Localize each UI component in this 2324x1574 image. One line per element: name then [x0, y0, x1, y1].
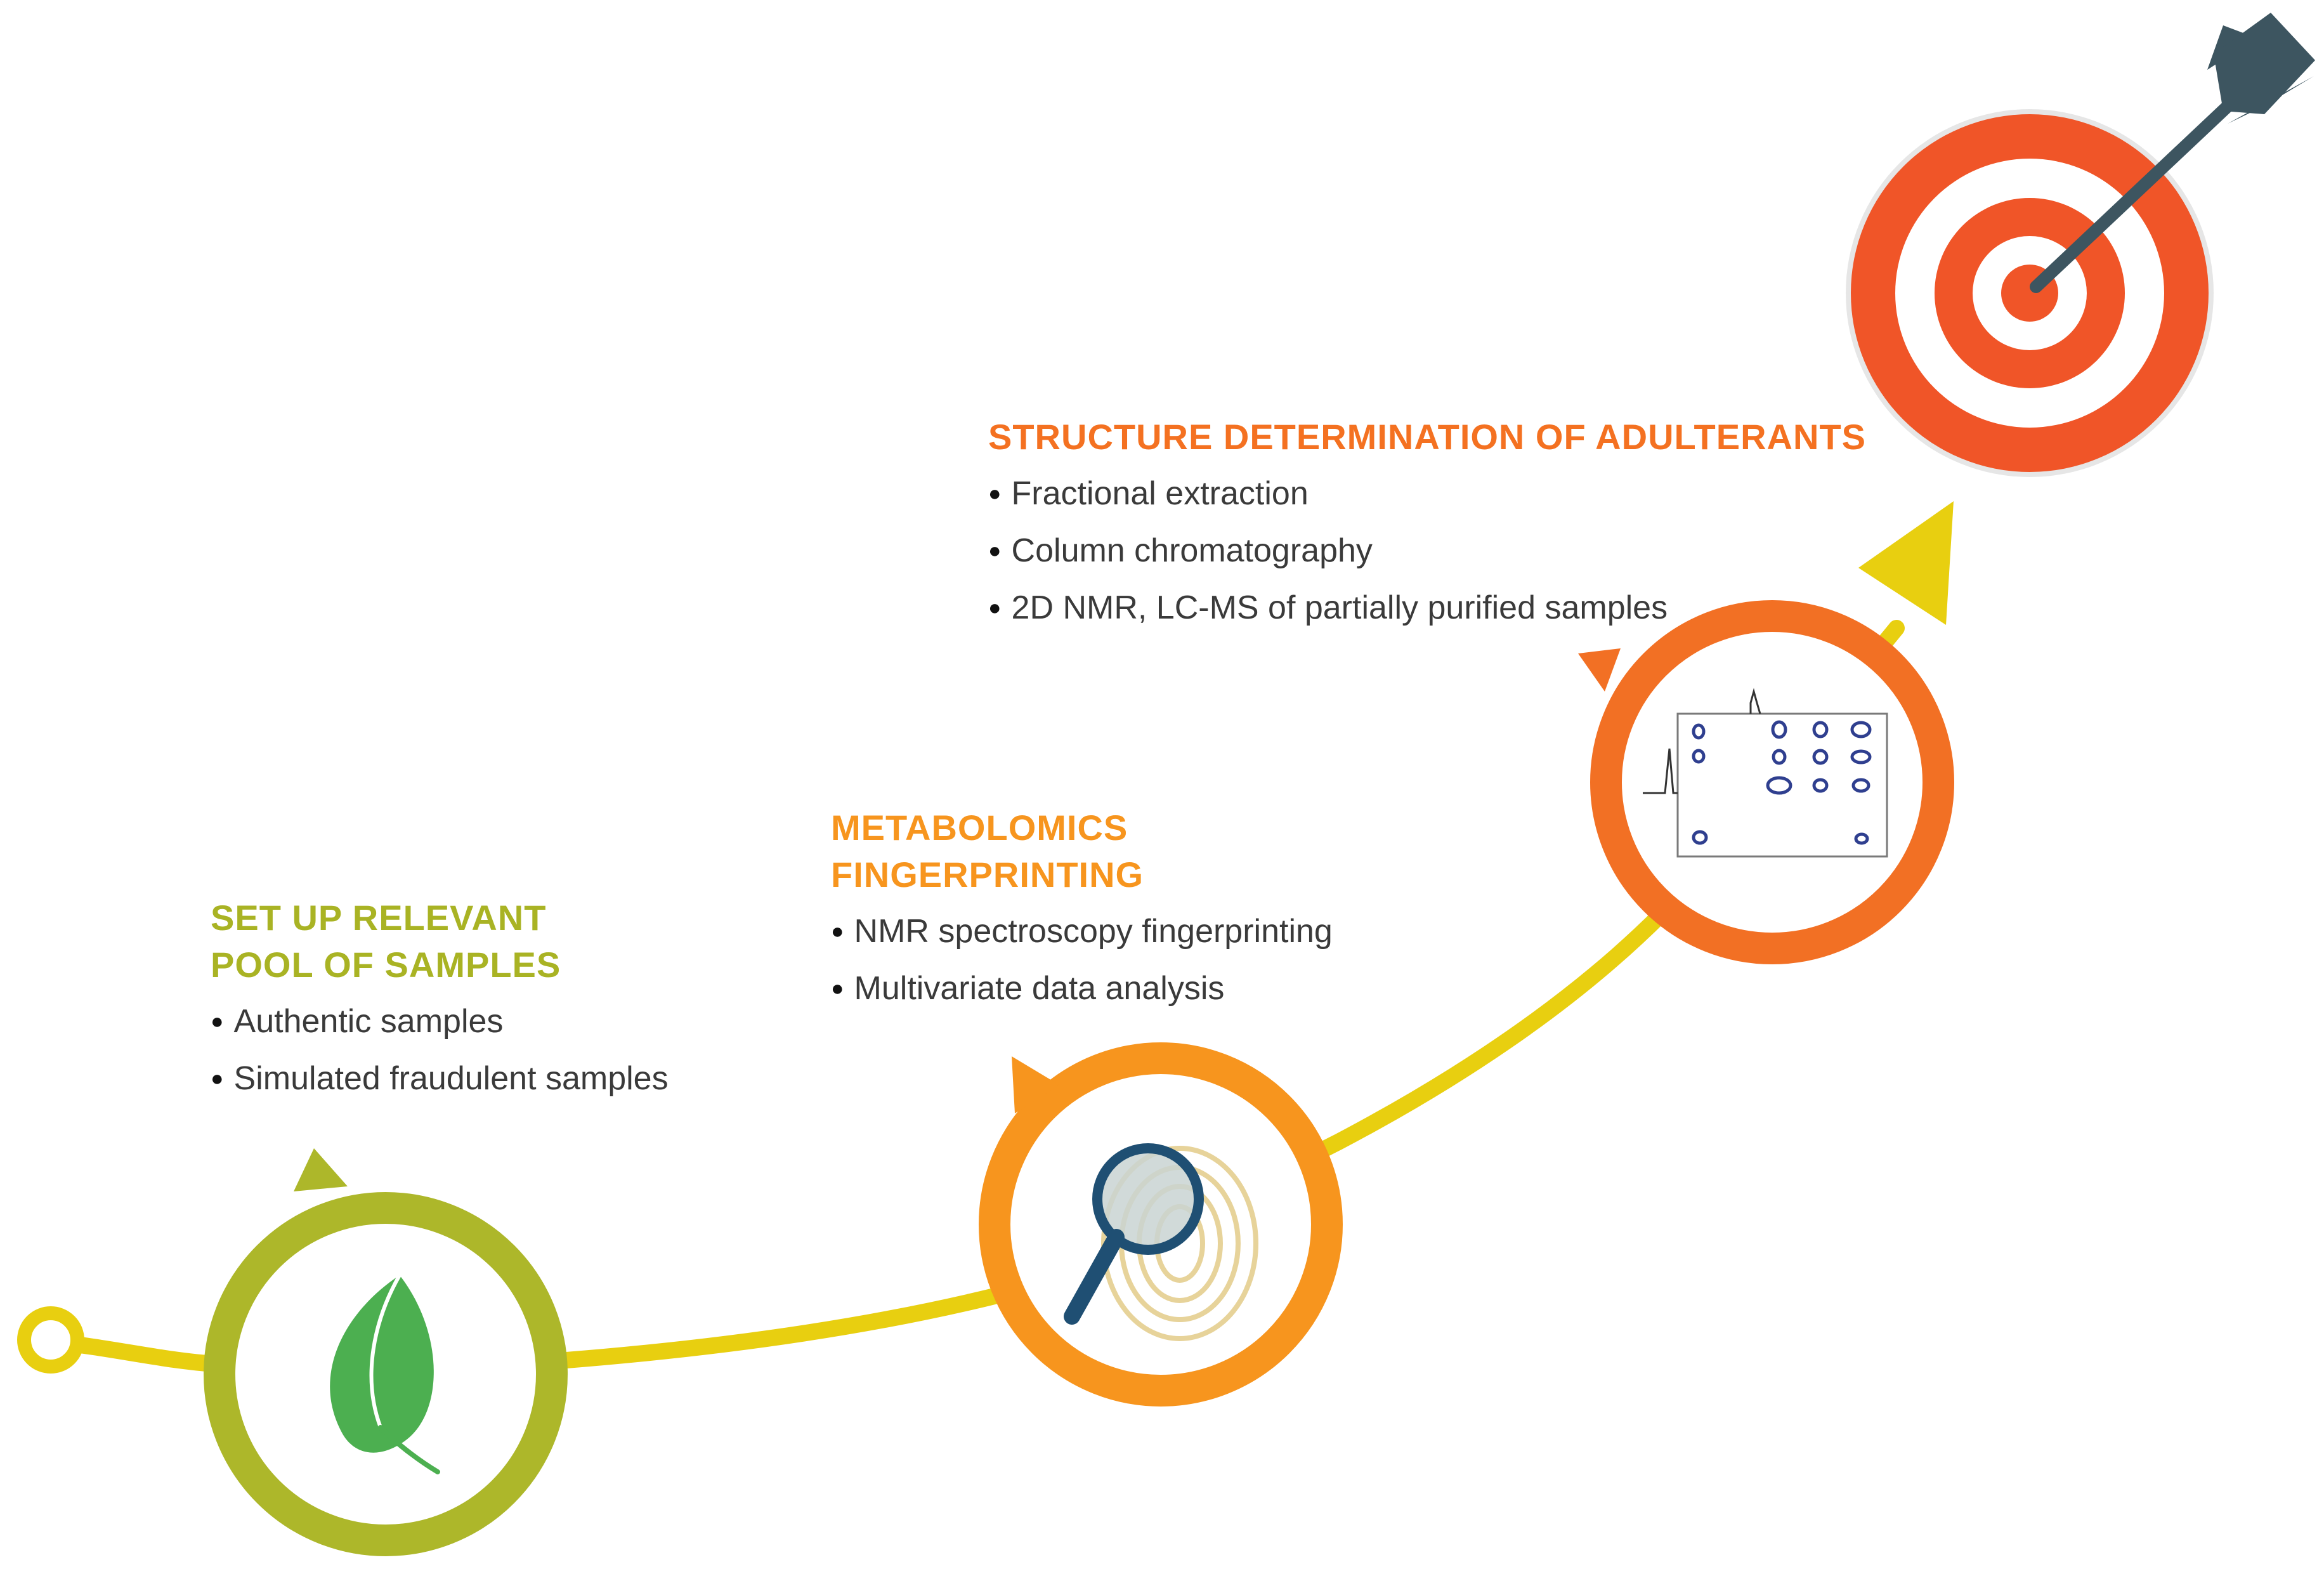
step3-text: STRUCTURE DETERMINATION OF ADULTERANTS F… — [988, 414, 1866, 638]
step2-marker — [1012, 1056, 1059, 1113]
step1-bullet-fraudulent: Simulated fraudulent samples — [211, 1052, 669, 1109]
magnifier-fingerprint-icon — [1064, 1143, 1258, 1341]
step2-text: METABOLOMICS FINGERPRINTING NMR spectros… — [831, 804, 1333, 1019]
step3-bullets: Fractional extraction Column chromatogra… — [988, 467, 1866, 638]
path-start-node — [17, 1306, 84, 1374]
step1-text: SET UP RELEVANT POOL OF SAMPLES Authenti… — [211, 895, 669, 1109]
step2-node — [979, 1042, 1343, 1407]
step3-title-line1: STRUCTURE DETERMINATION OF ADULTERANTS — [988, 417, 1866, 457]
step2-bullets: NMR spectroscopy fingerprinting Multivar… — [831, 905, 1333, 1019]
step3-bullet-chromatography: Column chromatography — [988, 524, 1866, 581]
path-arrowhead — [1858, 501, 1954, 625]
step3-marker — [1578, 648, 1621, 692]
step1-node — [204, 1148, 568, 1556]
target-with-dart-icon — [1846, 13, 2315, 477]
step3-title: STRUCTURE DETERMINATION OF ADULTERANTS — [988, 414, 1866, 461]
step2-bullet-multivariate: Multivariate data analysis — [831, 962, 1333, 1019]
step1-bullet-authentic: Authentic samples — [211, 995, 669, 1052]
step1-title: SET UP RELEVANT POOL OF SAMPLES — [211, 895, 669, 988]
step2-title-line2: FINGERPRINTING — [831, 855, 1144, 895]
step3-node — [1578, 600, 1954, 964]
step1-title-line1: SET UP RELEVANT — [211, 898, 547, 938]
step2-title: METABOLOMICS FINGERPRINTING — [831, 804, 1333, 898]
step2-bullet-nmr: NMR spectroscopy fingerprinting — [831, 905, 1333, 962]
nmr-spectrum-icon — [1643, 688, 1888, 858]
step1-bullets: Authentic samples Simulated fraudulent s… — [211, 995, 669, 1109]
step1-title-line2: POOL OF SAMPLES — [211, 945, 561, 985]
step3-bullet-extraction: Fractional extraction — [988, 467, 1866, 524]
step1-marker — [294, 1148, 348, 1191]
leaf-icon — [330, 1274, 440, 1474]
step2-title-line1: METABOLOMICS — [831, 808, 1128, 848]
step3-bullet-nmr-lcms: 2D NMR, LC-MS of partially purified samp… — [988, 581, 1866, 638]
